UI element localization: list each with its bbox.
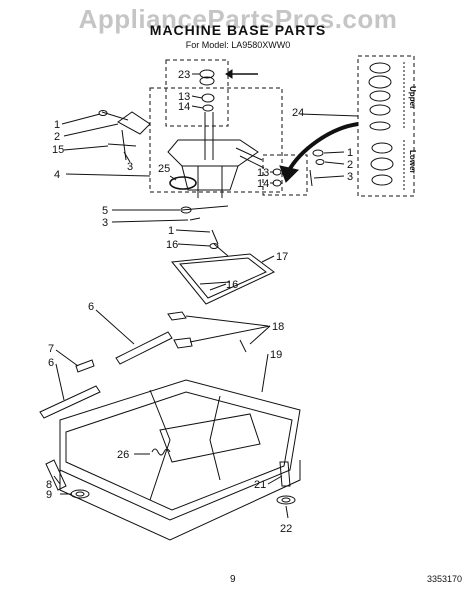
- callout-1: 1: [347, 147, 353, 159]
- document-number: 3353170: [427, 574, 463, 584]
- side-bearing-box: [262, 154, 308, 196]
- callout-14: 14: [178, 101, 190, 113]
- diagram-title: MACHINE BASE PARTS: [149, 22, 327, 38]
- callout-19: 19: [270, 349, 282, 361]
- callout-3: 3: [347, 171, 353, 183]
- callout-18: 18: [272, 321, 284, 333]
- lower-label: Lower: [408, 150, 417, 174]
- callout-13: 13: [257, 167, 269, 179]
- callout-1: 1: [168, 225, 174, 237]
- upper-bearing-box: [165, 59, 229, 127]
- callout-16: 16: [166, 239, 178, 251]
- callout-17: 17: [276, 251, 288, 263]
- page-number: 9: [230, 574, 236, 585]
- callout-2: 2: [54, 131, 60, 143]
- callout-5: 5: [102, 205, 108, 217]
- watermark: AppliancePartsPros.com: [78, 4, 398, 34]
- callout-2: 2: [347, 159, 353, 171]
- callout-7: 7: [48, 343, 54, 355]
- callout-25: 25: [158, 163, 170, 175]
- callout-22: 22: [280, 523, 292, 535]
- callout-6: 6: [88, 301, 94, 313]
- callout-8: 8: [46, 479, 52, 491]
- callout-15: 15: [52, 144, 64, 156]
- upper-label: Upper: [408, 86, 417, 109]
- callout-1: 1: [54, 119, 60, 131]
- callout-6: 6: [48, 357, 54, 369]
- transmission-box: [149, 87, 283, 193]
- callout-21: 21: [254, 479, 266, 491]
- callout-16: 16: [226, 279, 238, 291]
- callout-23: 23: [178, 69, 190, 81]
- callout-3: 3: [127, 161, 133, 173]
- callout-9: 9: [46, 489, 52, 501]
- callout-13: 13: [178, 91, 190, 103]
- callout-24: 24: [292, 107, 304, 119]
- callout-14: 14: [257, 178, 269, 190]
- callout-26: 26: [117, 449, 129, 461]
- callout-3: 3: [102, 217, 108, 229]
- callout-4: 4: [54, 169, 60, 181]
- model-number: For Model: LA9580XWW0: [185, 40, 291, 50]
